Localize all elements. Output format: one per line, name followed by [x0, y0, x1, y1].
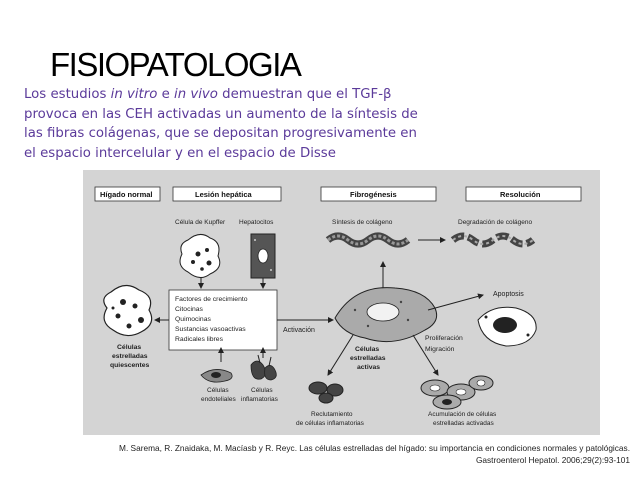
label-inflammatory-1: Células: [251, 387, 273, 394]
inflammatory-cell-icon: [250, 354, 277, 381]
label-activation: Activación: [283, 327, 315, 334]
intro-text-1: Los estudios: [24, 87, 111, 102]
figure-citation: M. Sarema, R. Znaidaka, M. Macíasb y R. …: [70, 442, 630, 466]
intro-italic-in-vivo: in vivo: [174, 87, 218, 102]
label-quiescent-2: estrelladas: [112, 353, 148, 360]
svg-text:Hígado normal: Hígado normal: [100, 190, 153, 199]
quiescent-stellate-cell-icon: [103, 284, 153, 337]
header-liver-injury: Lesión hepática: [172, 186, 282, 202]
label-endothelial-1: Células: [207, 387, 229, 394]
intro-italic-in-vitro: in vitro: [110, 87, 158, 102]
factor-cytokines: Citocinas: [175, 306, 204, 313]
svg-text:Fibrogénesis: Fibrogénesis: [350, 190, 397, 199]
kupffer-cell-icon: [179, 234, 221, 278]
label-recruitment-1: Reclutamiento: [311, 411, 353, 418]
label-collagen-degradation: Degradación de colágeno: [458, 219, 532, 226]
intro-paragraph: Los estudios in vitro e in vivo demuestr…: [24, 85, 419, 163]
header-resolution: Resolución: [465, 186, 582, 202]
recruited-inflammatory-cells-icon: [308, 381, 344, 404]
label-kupffer-cell: Célula de Kupffer: [175, 219, 226, 226]
header-normal-liver: Hígado normal: [94, 186, 161, 202]
svg-text:Lesión hepática: Lesión hepática: [195, 190, 253, 199]
intro-text-2: e: [157, 87, 175, 102]
endothelial-cell-icon: [200, 369, 233, 383]
header-fibrogenesis: Fibrogénesis: [320, 186, 437, 202]
factors-box: Factores de crecimiento Citocinas Quimoc…: [168, 289, 278, 351]
label-active-1: Células: [355, 346, 379, 353]
factor-chemokines: Quimocinas: [175, 316, 211, 323]
intro-text-3: demuestran que el TGF-β provoca en las C…: [24, 87, 418, 161]
label-proliferation: Proliferación: [425, 335, 463, 342]
slide-title: FISIOPATOLOGIA: [50, 46, 302, 83]
degraded-collagen-icon: [450, 232, 536, 248]
label-quiescent-3: quiescentes: [110, 362, 150, 369]
label-inflammatory-2: inflamatorias: [241, 396, 279, 403]
label-migration: Migración: [425, 346, 455, 353]
label-active-3: activas: [357, 364, 380, 371]
factor-vasoactive: Sustancias vasoactivas: [175, 326, 246, 333]
citation-line-1: M. Sarema, R. Znaidaka, M. Macíasb y R. …: [119, 443, 630, 453]
factor-free-radicals: Radicales libres: [175, 336, 224, 343]
apoptotic-cell-icon: [477, 306, 537, 347]
label-apoptosis: Apoptosis: [493, 291, 524, 298]
activated-stellate-cell-icon: [334, 287, 438, 343]
label-accumulation-2: estrelladas activadas: [433, 420, 494, 427]
label-recruitment-2: de células inflamatorias: [296, 420, 365, 427]
svg-text:Resolución: Resolución: [500, 190, 541, 199]
label-collagen-synthesis: Síntesis de colágeno: [332, 219, 393, 226]
label-active-2: estrelladas: [350, 355, 386, 362]
factor-growth: Factores de crecimiento: [175, 296, 248, 303]
hepatocyte-icon: [250, 233, 276, 279]
label-accumulation-1: Acumulación de células: [428, 411, 497, 418]
label-hepatocytes: Hepatocitos: [239, 219, 274, 226]
label-endothelial-2: endoteliales: [201, 396, 236, 403]
collagen-fiber-icon: [325, 232, 411, 248]
accumulated-stellate-cells-icon: [420, 375, 494, 410]
label-quiescent-1: Células: [117, 344, 141, 351]
hepatic-stellate-cell-diagram: Hígado normal Lesión hepática Fibrogénes…: [83, 170, 600, 435]
citation-line-2: Gastroenterol Hepatol. 2006;29(2):93-101: [475, 455, 630, 465]
